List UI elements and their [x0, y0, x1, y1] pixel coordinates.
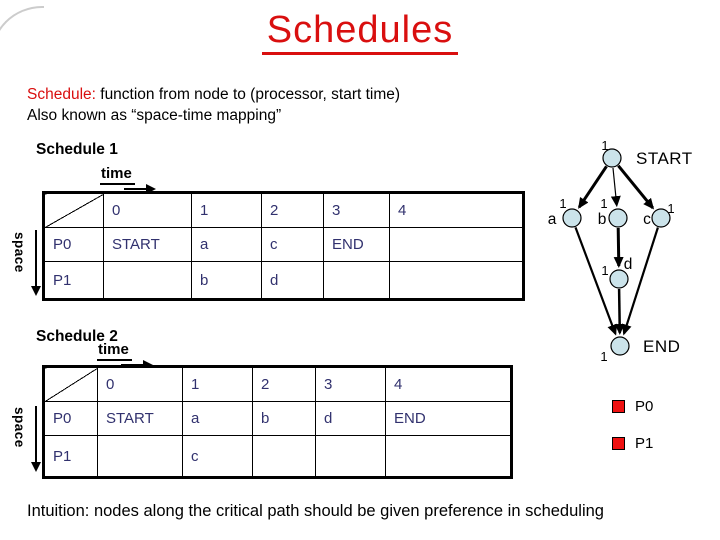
corner-cell [43, 366, 98, 402]
schedule2-header-row: 0 1 2 3 4 [43, 366, 512, 402]
node-d [609, 269, 629, 289]
legend-label-p1: P1 [635, 435, 654, 452]
task-cell: END [323, 227, 390, 262]
task-cell: b [191, 261, 262, 300]
node-c-weight: 1 [667, 201, 674, 216]
node-end-label: END [643, 337, 680, 356]
schedule1-time-axis: time [100, 165, 156, 194]
space-arrow-icon [31, 406, 41, 472]
schedule2-space-axis-label: space [12, 407, 27, 448]
node-start-label: START [636, 149, 693, 168]
definition-term: Schedule: [27, 86, 96, 103]
edge-start-b [610, 167, 621, 208]
col-header: 1 [191, 192, 262, 228]
legend-item-p0: P0 [612, 398, 653, 415]
proc-label: P0 [43, 227, 104, 262]
col-header: 4 [385, 366, 512, 402]
task-cell [389, 227, 524, 262]
task-cell: b [252, 401, 316, 436]
node-d-label: d [624, 256, 633, 273]
task-cell: d [261, 261, 324, 300]
intuition-note: Intuition: nodes along the critical path… [27, 502, 604, 520]
definition-line1: Schedule: function from node to (process… [27, 84, 400, 105]
task-cell: START [97, 401, 183, 436]
edge-start-a [577, 165, 608, 209]
schedule1-row-p0: P0 START a c END [43, 227, 524, 262]
proc-label: P1 [43, 261, 104, 300]
legend-label-p0: P0 [635, 398, 654, 415]
task-cell [389, 261, 524, 300]
task-graph: 1 START 1 a 1 b 1 c 1 d 1 END [548, 138, 693, 364]
schedule2-title: Schedule 2 [36, 328, 118, 345]
task-cell [103, 261, 192, 300]
node-a-label: a [548, 211, 557, 228]
node-end [610, 336, 630, 356]
task-cell: d [315, 401, 386, 436]
definition-rest: function from node to (processor, start … [95, 86, 401, 103]
node-c-label: c [643, 211, 651, 228]
col-header: 3 [323, 192, 390, 228]
node-start-weight: 1 [601, 138, 608, 153]
time-axis-label: time [100, 165, 135, 185]
schedule1-table: 0 1 2 3 4 P0 START a c END P1 b d [42, 191, 525, 301]
col-header: 0 [97, 366, 183, 402]
edge-c-end [621, 227, 659, 336]
schedule1-title: Schedule 1 [36, 141, 118, 158]
task-cell: c [182, 435, 253, 478]
task-cell: c [261, 227, 324, 262]
task-cell [385, 435, 512, 478]
node-c [651, 208, 671, 228]
col-header: 4 [389, 192, 524, 228]
node-end-weight: 1 [600, 349, 607, 364]
col-header: 3 [315, 366, 386, 402]
legend-item-p1: P1 [612, 435, 653, 452]
node-start [602, 148, 622, 168]
task-cell [323, 261, 390, 300]
schedule1-space-axis-label: space [12, 232, 27, 273]
time-axis-label: time [97, 341, 132, 361]
task-cell: START [103, 227, 192, 262]
edge-b-d [613, 227, 624, 268]
node-a [562, 208, 582, 228]
task-cell: a [182, 401, 253, 436]
task-cell: END [385, 401, 512, 436]
node-b-label: b [598, 211, 607, 228]
legend-swatch-p1 [612, 437, 625, 450]
schedule2-time-axis: time [97, 341, 153, 370]
page-title: Schedules [0, 9, 720, 55]
definition-block: Schedule: function from node to (process… [27, 84, 400, 126]
task-cell [315, 435, 386, 478]
node-d-weight: 1 [601, 263, 608, 278]
space-arrow-icon [31, 230, 41, 296]
node-b [608, 208, 628, 228]
task-cell: a [191, 227, 262, 262]
schedule1-row-p1: P1 b d [43, 261, 524, 300]
col-header: 2 [252, 366, 316, 402]
edge-start-c [617, 164, 655, 210]
col-header: 0 [103, 192, 192, 228]
schedule2-row-p0: P0 START a b d END [43, 401, 512, 436]
node-b-weight: 1 [600, 196, 607, 211]
edge-a-end [574, 227, 617, 336]
schedule2-row-p1: P1 c [43, 435, 512, 478]
legend-swatch-p0 [612, 400, 625, 413]
task-cell [97, 435, 183, 478]
page-title-text: Schedules [261, 9, 459, 55]
proc-label: P1 [43, 435, 98, 478]
schedule1-header-row: 0 1 2 3 4 [43, 192, 524, 228]
col-header: 2 [261, 192, 324, 228]
col-header: 1 [182, 366, 253, 402]
edge-d-end [614, 288, 625, 335]
task-cell [252, 435, 316, 478]
corner-cell [43, 192, 104, 228]
definition-line2: Also known as “space-time mapping” [27, 107, 282, 124]
node-a-weight: 1 [559, 196, 566, 211]
proc-label: P0 [43, 401, 98, 436]
schedule2-table: 0 1 2 3 4 P0 START a b d END P1 c [42, 365, 513, 479]
